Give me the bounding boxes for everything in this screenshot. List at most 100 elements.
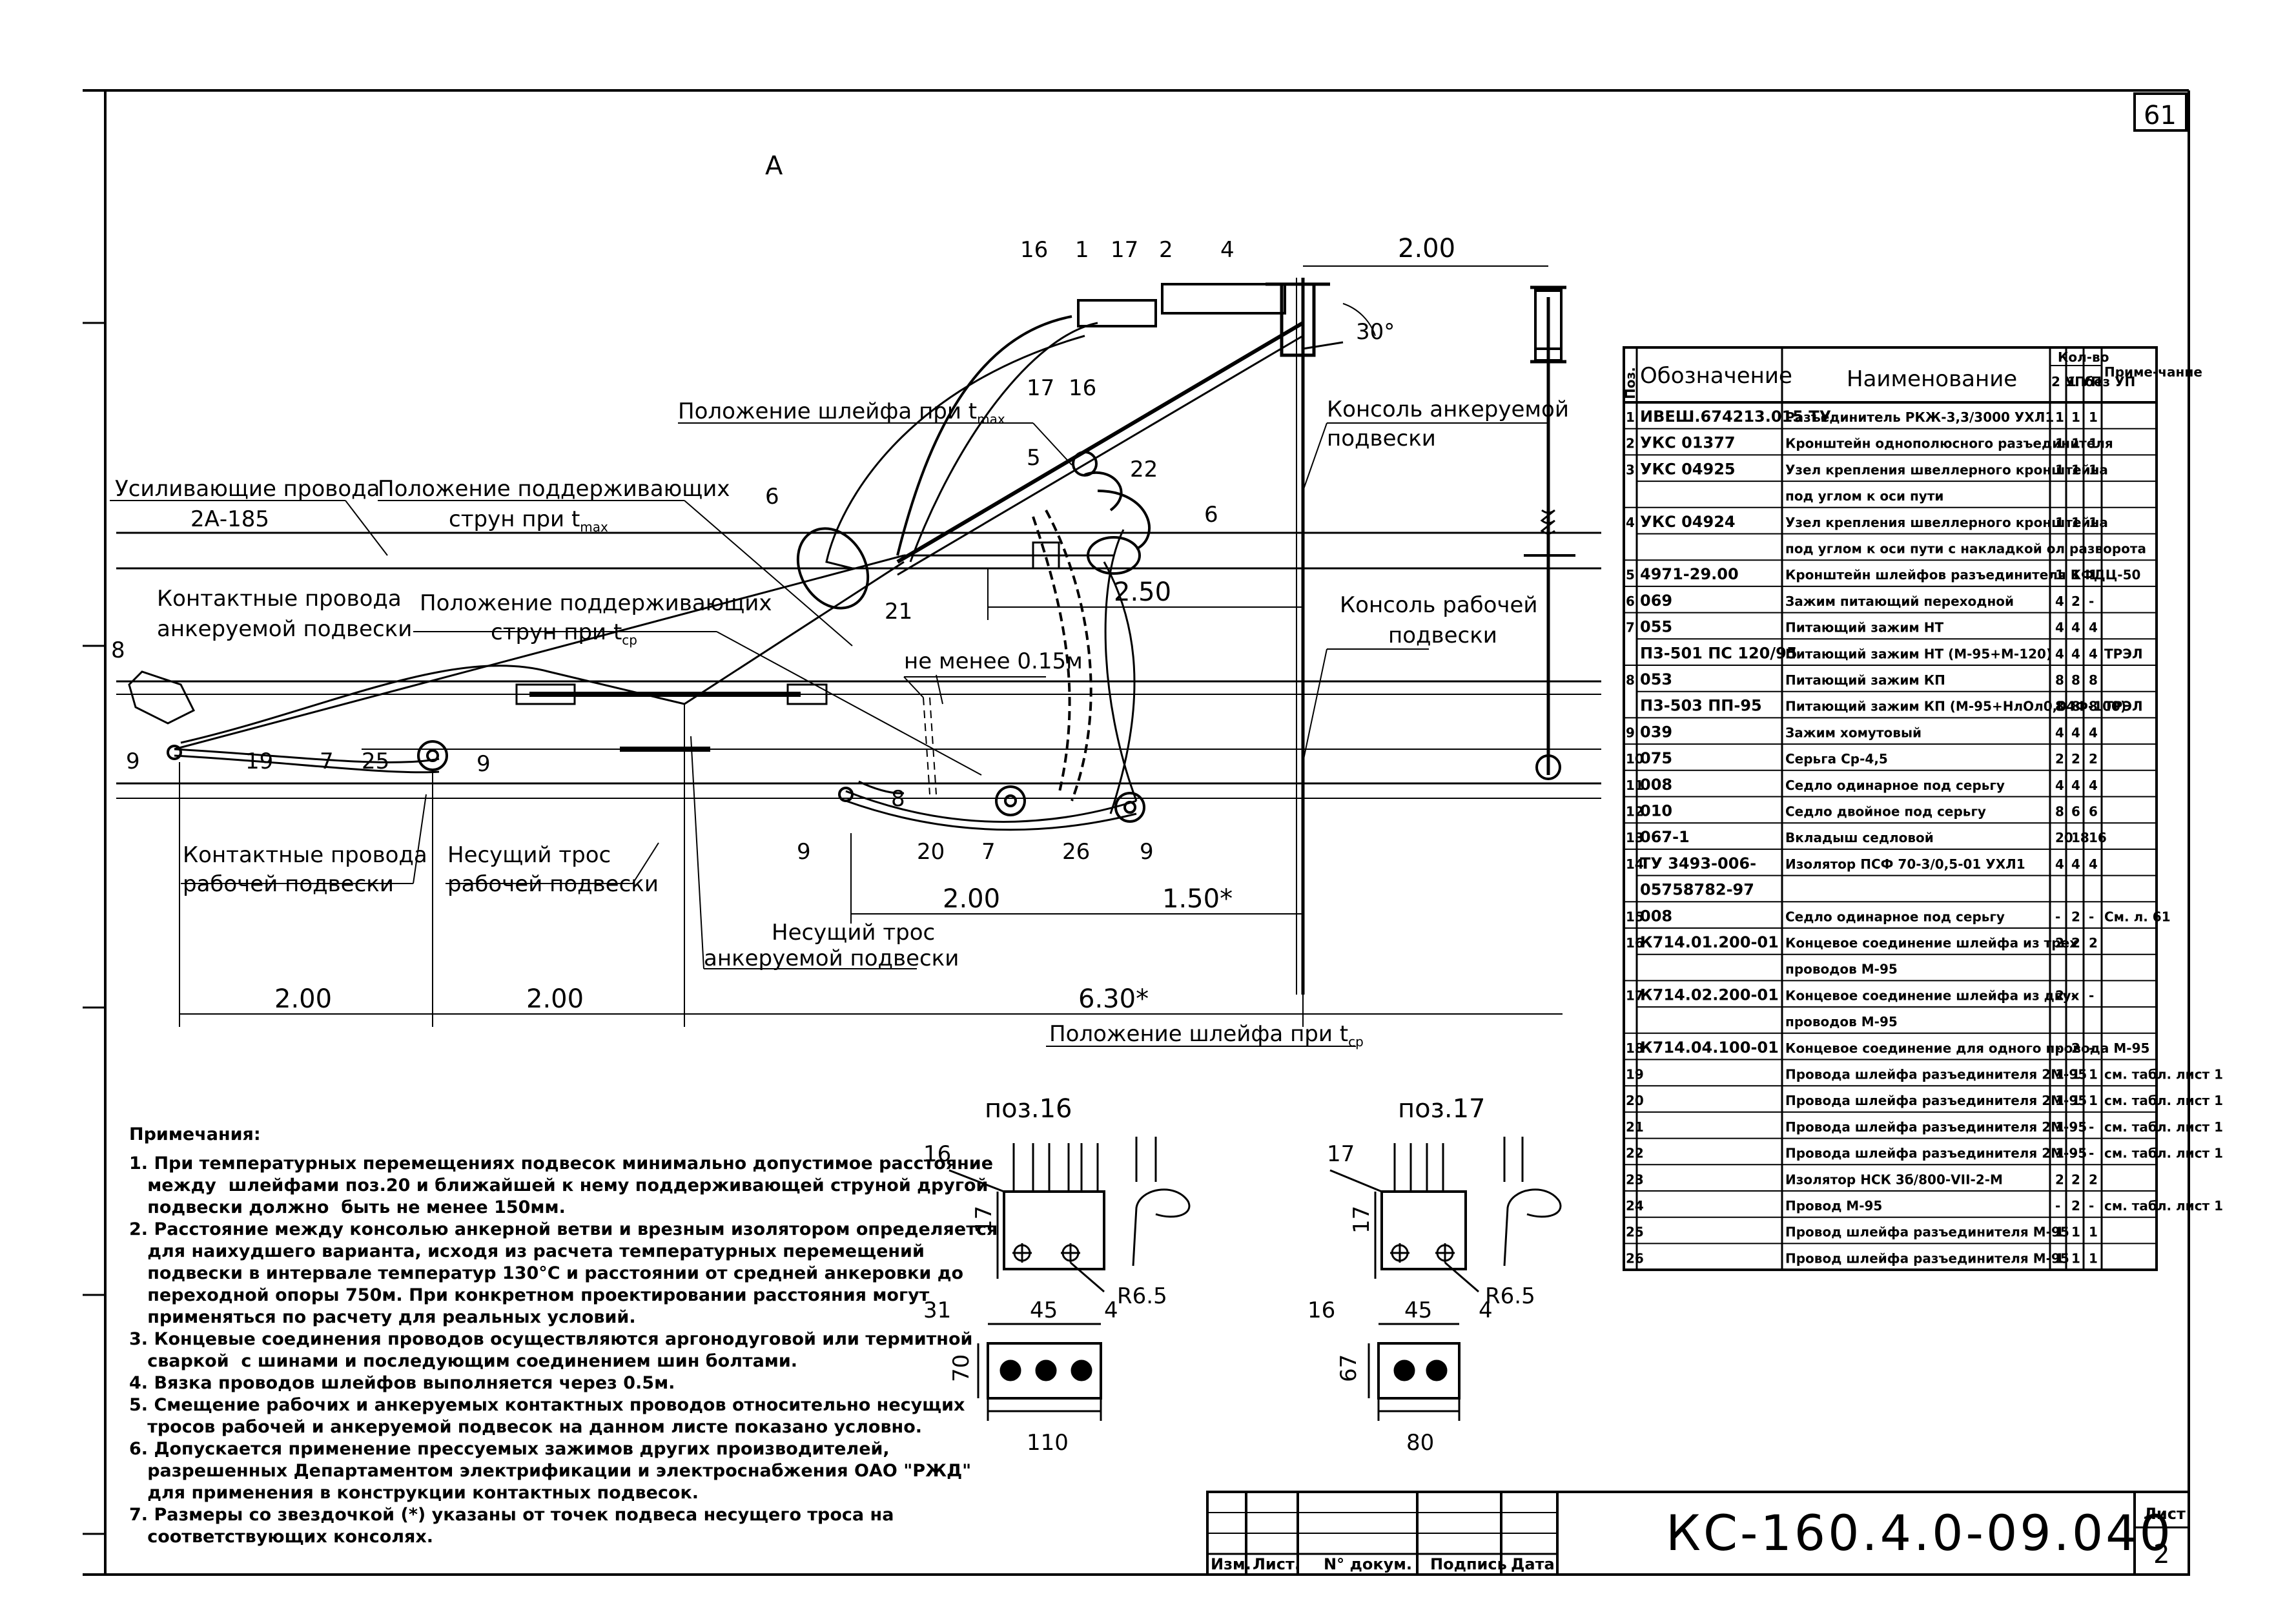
spec-row-name: Провод М-95 <box>1785 1198 1882 1214</box>
spec-row-q1: 8 <box>2055 804 2064 820</box>
label-console-anchor-1: Консоль анкеруемой <box>1327 397 1569 422</box>
spec-row-pos: 10 <box>1626 751 1644 767</box>
spec-row-q2: 1 <box>2071 567 2080 583</box>
spec-row-designation: 069 <box>1640 592 1672 610</box>
position-callouts: 16 1 17 2 4 17 16 5 22 6 6 21 8 8 9 19 7… <box>111 237 1235 865</box>
spec-row-q1: 1 <box>2055 462 2064 477</box>
spec-row-designation: 4971-29.00 <box>1640 565 1739 583</box>
title-izm: Изм. <box>1211 1555 1251 1573</box>
spec-row-name: Провода шлейфа разъединителя 2М-95 <box>1785 1093 2087 1108</box>
label-console-anchor-2: подвески <box>1327 426 1436 451</box>
spec-row-designation: ТУ 3493-006- <box>1640 854 1756 873</box>
spec-row-q1: 1 <box>2055 409 2064 425</box>
spec-row-name: Вкладыш седловой <box>1785 830 1934 845</box>
spec-row-name: Серьга Ср-4,5 <box>1785 751 1888 767</box>
spec-head-note: Приме-чание <box>2104 364 2202 380</box>
spec-row-note: см. табл. лист 1 <box>2104 1119 2223 1135</box>
detail-poz17-w3: 4 <box>1479 1297 1493 1323</box>
notes-list: 1. При температурных перемещениях подвес… <box>129 1153 998 1547</box>
label-carrier-anchor-1: Несущий трос <box>772 920 935 946</box>
spec-row-q2: 4 <box>2071 646 2080 661</box>
spec-row-q3: - <box>2089 1198 2094 1214</box>
spec-row-q1: 4 <box>2055 725 2064 740</box>
detail-poz16-bw: 110 <box>1027 1430 1069 1456</box>
spec-row-name: Седло одинарное под серьгу <box>1785 909 2005 924</box>
spec-row-q3: 2 <box>2089 751 2098 767</box>
spec-row-name: Кронштейн однополюсного разъединителя <box>1785 436 2113 451</box>
spec-row-name: под углом к оси пути с накладкой ол разв… <box>1785 541 2146 557</box>
dimension-values: 2.00 30° 2.50 не менее 0.15м 2.00 1.50* … <box>274 234 1455 1014</box>
spec-row-q1: - <box>2055 909 2060 924</box>
spec-row-name: Узел крепления швеллерного кронштейна <box>1785 462 2108 477</box>
spec-row-q1: 4 <box>2055 620 2064 636</box>
spec-row-q2: 1 <box>2071 1225 2080 1240</box>
detail-poz17-title: поз.17 <box>1398 1094 1486 1124</box>
title-code: КС-160.4.0-09.040 <box>1666 1504 2173 1562</box>
spec-row-q2: 1 <box>2071 1250 2080 1266</box>
spec-row-note: ТРЭЛ <box>2104 646 2143 661</box>
spec-row-pos: 26 <box>1626 1250 1644 1266</box>
spec-row-q1: 1 <box>2055 1250 2064 1266</box>
spec-row-name: Питающий зажим НТ (М-95+М-120) <box>1785 646 2052 661</box>
spec-row-pos: 8 <box>1626 672 1635 688</box>
spec-row-designation: 008 <box>1640 776 1672 794</box>
detail-poz17-pos: 17 <box>1327 1141 1355 1167</box>
spec-row-q3: 1 <box>2089 1225 2098 1240</box>
spec-row-name: Провод шлейфа разъединителя М-95 <box>1785 1250 2069 1266</box>
spec-row-designation: П3-503 ПП-95 <box>1640 697 1762 715</box>
spec-row-pos: 1 <box>1626 409 1635 425</box>
spec-row-pos: 7 <box>1626 620 1635 636</box>
section-insulator <box>1524 289 1575 557</box>
pos-2-top: 2 <box>1159 237 1173 263</box>
spec-row-q3: 1 <box>2089 462 2098 477</box>
spec-row-q3: 4 <box>2089 778 2098 793</box>
label-contact-anchor-1: Контактные провода <box>157 586 402 612</box>
view-label: А <box>765 151 783 181</box>
detail-poz16-r: R6.5 <box>1117 1283 1167 1309</box>
pos-4-top: 4 <box>1220 237 1235 263</box>
spec-row-pos: 13 <box>1626 830 1644 845</box>
title-sign: Подпись <box>1430 1555 1507 1573</box>
spec-head-q1: 2 УП <box>2051 374 2086 389</box>
spec-row-pos: 16 <box>1626 935 1644 951</box>
spec-row-q1: 2 <box>2055 935 2064 951</box>
spec-row-designation: 067-1 <box>1640 828 1690 846</box>
detail-poz16-title: поз.16 <box>985 1094 1072 1124</box>
spec-row-name: Питающий зажим КП <box>1785 672 1945 688</box>
pos-17-top: 17 <box>1111 237 1138 263</box>
label-contact-work-2: рабочей подвески <box>183 871 394 897</box>
spec-row-pos: 25 <box>1626 1225 1644 1240</box>
dim-630: 6.30* <box>1078 984 1149 1014</box>
spec-row-designation: 053 <box>1640 670 1672 688</box>
note-line: 2. Расстояние между консолью анкерной ве… <box>129 1219 998 1239</box>
dim-250: 2.50 <box>1114 577 1171 607</box>
label-shleif-tsr: Положение шлейфа при tср <box>1049 1021 1364 1049</box>
spec-row-q1: 1 <box>2055 1225 2064 1240</box>
spec-head-pos: Поз. <box>1623 367 1638 399</box>
spec-row-pos: 20 <box>1626 1093 1644 1108</box>
pos-17-lower: 17 <box>1027 375 1054 401</box>
catenary-wires <box>128 541 1137 831</box>
spec-row-q1: - <box>2055 1198 2060 1214</box>
spec-row-name: Изолятор ПСФ 70-3/0,5-01 УХЛ1 <box>1785 856 2025 872</box>
spec-row-q2: - <box>2071 1119 2076 1135</box>
detail-poz16-h: 17 <box>971 1206 997 1234</box>
dim-200-mid: 2.00 <box>943 884 1000 914</box>
detail-poz16-w3: 4 <box>1104 1297 1118 1323</box>
label-struny-tsr-2: струн при tср <box>491 619 637 648</box>
spec-row-q3: - <box>2089 987 2094 1003</box>
spec-row-designation: К714.01.200-01 <box>1640 933 1779 951</box>
spec-row-q3: - <box>2089 1040 2094 1056</box>
disconnector-assembly <box>796 283 1344 814</box>
note-line: сваркой с шинами и последующим соединени… <box>129 1351 797 1371</box>
spec-row-name: Седло двойное под серьгу <box>1785 804 1986 820</box>
note-line: подвески в интервале температур 130°С и … <box>129 1263 963 1283</box>
spec-head-q3: без УП <box>2085 374 2135 389</box>
spec-row-name: Провода шлейфа разъединителя 2М-95 <box>1785 1146 2087 1161</box>
spec-row-q1: 4 <box>2055 646 2064 661</box>
spec-row-pos: 21 <box>1626 1119 1644 1135</box>
pos-9-a: 9 <box>126 749 140 774</box>
spec-row-q2: 2 <box>2071 935 2080 951</box>
spec-row-q2: 2 <box>2071 1040 2080 1056</box>
spec-row-name: Седло одинарное под серьгу <box>1785 778 2005 793</box>
